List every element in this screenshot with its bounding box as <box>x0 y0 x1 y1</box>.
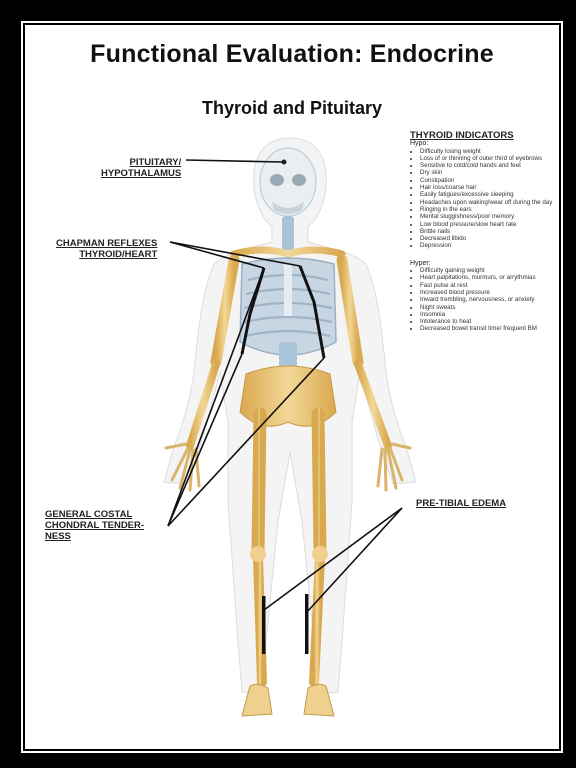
thyroid-indicators-panel: THYROID INDICATORS Hypo: Difficulty losi… <box>410 130 558 333</box>
list-item: Increased blood pressure <box>420 289 558 296</box>
list-item: Mental sluggishness/poor memory <box>420 213 558 220</box>
list-item: Ringing in the ears <box>420 206 558 213</box>
left-tibia <box>253 553 267 687</box>
leader-lines <box>167 159 403 613</box>
label-pretibial: PRE-TIBIAL EDEMA <box>416 498 507 509</box>
list-item: Low blood pressure/slow heart rate <box>420 221 558 228</box>
list-item: Dry skin <box>420 169 558 176</box>
indicators-heading: THYROID INDICATORS <box>410 130 514 141</box>
page-title: Functional Evaluation: Endocrine <box>90 40 494 68</box>
left-femur <box>251 407 267 557</box>
list-item: Insomnia <box>420 311 558 318</box>
cervical-spine <box>282 216 294 250</box>
hypo-list: Difficulty losing weight Loss of or thin… <box>410 148 558 250</box>
skeleton-figure <box>163 137 417 717</box>
sternum <box>284 264 292 316</box>
left-humerus <box>210 254 240 368</box>
chapman-marker-left <box>240 267 266 355</box>
right-tibia <box>309 553 325 687</box>
right-foot <box>303 683 335 717</box>
list-item: Difficulty gaining weight <box>420 267 558 274</box>
pretibial-marker-left <box>262 596 266 654</box>
hypo-label: Hypo: <box>410 140 429 148</box>
list-item: Night sweats <box>420 304 558 311</box>
label-pituitary: PITUITARY/ HYPOTHALAMUS <box>101 157 182 179</box>
list-item: Headaches upon waking/wear off during th… <box>420 199 558 206</box>
list-item: Easily fatigues/excessive sleeping <box>420 191 558 198</box>
list-item: Hair loss/coarse hair <box>420 184 558 191</box>
right-femur <box>311 407 327 557</box>
list-item: Sensitive to cold/cold hands and feet <box>420 162 558 169</box>
right-forearm <box>354 360 392 450</box>
label-chapman: CHAPMAN REFLEXES THYROID/HEART <box>56 238 158 260</box>
left-foot <box>241 683 273 717</box>
hyper-label: Hyper: <box>410 259 431 267</box>
list-item: Brittle nails <box>420 228 558 235</box>
hyper-list: Difficulty gaining weight Heart palpitat… <box>410 267 558 333</box>
left-forearm <box>186 360 220 450</box>
clavicles <box>230 246 346 258</box>
label-costal: GENERAL COSTAL CHONDRAL TENDER- NESS <box>45 509 145 542</box>
list-item: Heart palpitations, murmurs, or arrythmi… <box>420 274 558 281</box>
poster-canvas: Functional Evaluation: Endocrine Thyroid… <box>21 21 563 753</box>
list-item: Constipation <box>420 177 558 184</box>
list-item: Depression <box>420 242 558 249</box>
list-item: Fast pulse at rest <box>420 282 558 289</box>
page-subtitle: Thyroid and Pituitary <box>201 98 383 118</box>
list-item: Loss of or thinning of outer third of ey… <box>420 155 558 162</box>
list-item: Decreased bowel transit time/ frequent B… <box>420 325 558 332</box>
list-item: Intolerance to heat <box>420 318 558 325</box>
pretibial-marker-right <box>305 594 309 654</box>
right-humerus <box>336 254 364 368</box>
chapman-marker-right <box>298 265 326 359</box>
skull <box>259 147 317 217</box>
list-item: Decreased libido <box>420 235 558 242</box>
list-item: Difficulty losing weight <box>420 148 558 155</box>
list-item: Inward trembling, nervousness, or anxiet… <box>420 296 558 303</box>
poster-frame: Functional Evaluation: Endocrine Thyroid… <box>6 6 570 762</box>
